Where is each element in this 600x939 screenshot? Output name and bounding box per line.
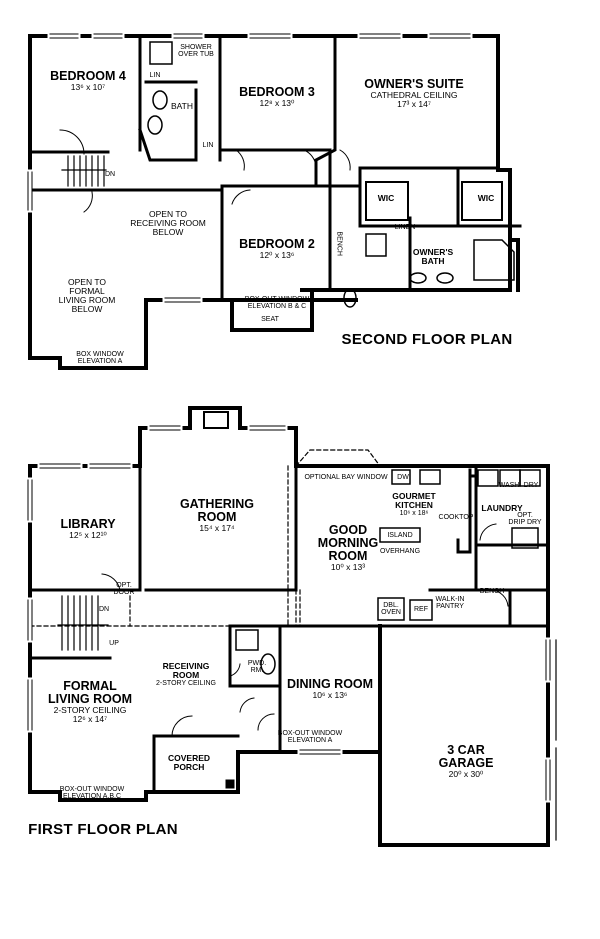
optional-bay-window-label: OPTIONAL BAY WINDOW (304, 474, 388, 481)
first-floor-walls (28, 406, 550, 847)
second-floor-title: SECOND FLOOR PLAN (341, 331, 513, 348)
garage-label: 3 CAR GARAGE 20⁰ x 30⁰ (438, 743, 494, 780)
formal-living-room-size: 12⁶ x 14⁷ (72, 714, 108, 725)
gathering-room-size: 15⁴ x 17⁴ (199, 523, 235, 534)
powder-room-label: PWD. RM. (247, 660, 267, 675)
owners-suite-ceiling: CATHEDRAL CEILING (370, 90, 458, 101)
good-morning-room-size: 10⁰ x 13³ (330, 562, 366, 573)
gathering-room-label: GATHERING ROOM 15⁴ x 17⁴ (179, 497, 255, 534)
garage-size: 20⁰ x 30⁰ (448, 769, 484, 780)
receiving-room-label: RECEIVING ROOM 2-STORY CEILING (156, 662, 216, 687)
dining-room-name: DINING ROOM (286, 677, 374, 691)
stairs-down-label-2f: DN (104, 171, 116, 178)
cooktop-label: COOKTOP (438, 514, 474, 521)
formal-living-room-label: FORMAL LIVING ROOM 2-STORY CEILING 12⁶ x… (47, 679, 133, 725)
bath-label: BATH (170, 101, 194, 111)
opt-drip-dry-label: OPT. DRIP DRY (508, 512, 542, 527)
stairs-down-label-1f: DN (98, 606, 110, 613)
second-floor-walls (28, 34, 520, 370)
bedroom-3-size: 12⁸ x 13⁰ (259, 98, 295, 109)
opt-door-label: OPT. DOOR (113, 582, 135, 597)
garage-name: 3 CAR GARAGE (438, 743, 494, 771)
island-label: ISLAND (387, 532, 413, 539)
stairs-up-label: UP (109, 640, 119, 647)
bedroom-4-size: 13⁶ x 10⁷ (70, 82, 106, 93)
receiving-room-name: RECEIVING ROOM (162, 661, 210, 680)
dishwasher-label: DW (397, 474, 409, 481)
library-name: LIBRARY (60, 517, 116, 531)
shower-label: SHOWER OVER TUB (178, 44, 214, 59)
bedroom-2-name: BEDROOM 2 (239, 237, 315, 251)
box-out-window-label-a: BOX-OUT WINDOW ELEVATION A (277, 730, 343, 745)
good-morning-room-label: GOOD MORNING ROOM 10⁰ x 13³ (317, 523, 379, 573)
first-floor-stairs (57, 595, 109, 651)
bedroom-4-name: BEDROOM 4 (50, 69, 126, 83)
dryer-label: DRY (523, 482, 539, 489)
formal-living-room-ceiling: 2-STORY CEILING (53, 705, 127, 716)
dining-room-size: 10⁶ x 13⁶ (312, 690, 348, 701)
receiving-room-ceiling: 2-STORY CEILING (156, 679, 216, 687)
double-oven-label: DBL. OVEN (381, 602, 401, 617)
refrigerator-label: REF (414, 606, 428, 613)
wic-label-2: WIC (477, 193, 495, 203)
box-window-label-a: BOX WINDOW ELEVATION A (76, 351, 124, 366)
kitchen-name: GOURMET KITCHEN (392, 491, 436, 510)
washer-label: WASH (498, 482, 520, 489)
linen-label: LINEN (394, 224, 416, 231)
owners-suite-label: OWNER'S SUITE CATHEDRAL CEILING 17³ x 14… (364, 77, 464, 110)
open-to-formal-label: OPEN TO FORMAL LIVING ROOM BELOW (58, 277, 116, 314)
kitchen-size: 10⁶ x 18⁶ (399, 509, 429, 517)
walk-in-pantry-label: WALK-IN PANTRY (435, 596, 465, 611)
library-size: 12⁵ x 12¹⁰ (69, 530, 107, 541)
bedroom-4-label: BEDROOM 4 13⁶ x 10⁷ (50, 69, 126, 93)
bedroom-3-name: BEDROOM 3 (239, 85, 315, 99)
bedroom-2-label: BEDROOM 2 12⁰ x 13⁶ (239, 237, 315, 261)
good-morning-room-name: GOOD MORNING ROOM (317, 523, 379, 564)
covered-porch-label: COVERED PORCH (167, 753, 211, 772)
wic-label-1: WIC (377, 193, 395, 203)
box-out-window-label-bc: BOX-OUT WINDOW ELEVATION B & C (244, 296, 310, 311)
owners-suite-size: 17³ x 14⁷ (397, 99, 431, 110)
box-out-window-label-abc: BOX-OUT WINDOW ELEVATION A,B,C (59, 786, 125, 801)
bench-label-1f: BENCH (479, 588, 505, 595)
owners-suite-name: OWNER'S SUITE (364, 77, 464, 91)
seat-label: SEAT (261, 316, 279, 323)
first-floor-interior (28, 426, 550, 794)
overhang-label: OVERHANG (379, 548, 421, 555)
bench-label: BENCH (335, 231, 343, 256)
dining-room-label: DINING ROOM 10⁶ x 13⁶ (286, 677, 374, 701)
second-floor-interior (28, 34, 522, 302)
gathering-room-name: GATHERING ROOM (179, 497, 255, 525)
library-label: LIBRARY 12⁵ x 12¹⁰ (60, 517, 116, 541)
bedroom-3-label: BEDROOM 3 12⁸ x 13⁰ (239, 85, 315, 109)
kitchen-label: GOURMET KITCHEN 10⁶ x 18⁶ (392, 492, 435, 517)
first-floor-title: FIRST FLOOR PLAN (28, 821, 178, 838)
linen-closet-label-1: LIN (149, 72, 161, 79)
linen-closet-label-2: LIN (202, 142, 214, 149)
bedroom-2-size: 12⁰ x 13⁶ (259, 250, 295, 261)
second-floor-stairs (61, 155, 107, 187)
formal-living-room-name: FORMAL LIVING ROOM (47, 679, 133, 707)
open-to-receiving-label: OPEN TO RECEIVING ROOM BELOW (130, 209, 206, 237)
owners-bath-label: OWNER'S BATH (412, 247, 454, 266)
laundry-label: LAUNDRY (481, 503, 523, 513)
